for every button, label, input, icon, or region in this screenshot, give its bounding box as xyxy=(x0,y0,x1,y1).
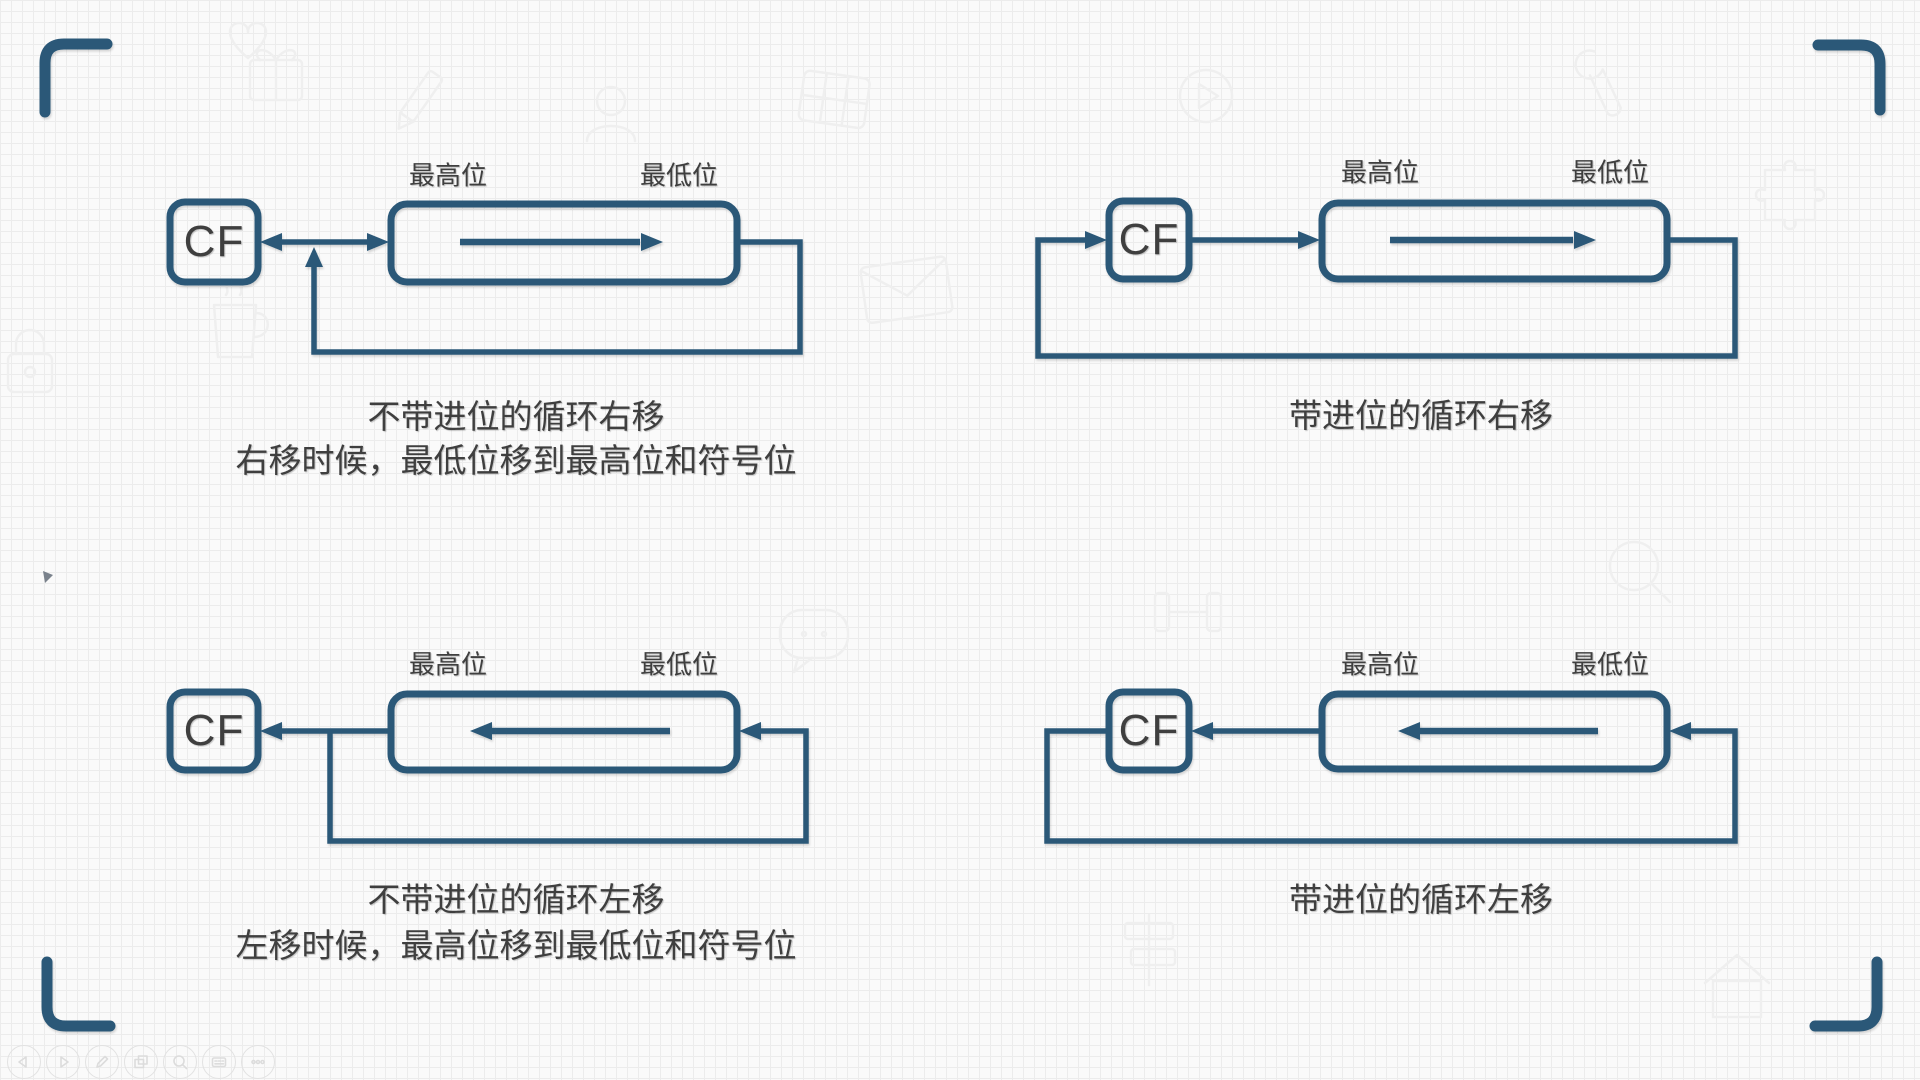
diagram-rotate-left-without-carry: CF 最高位 最低位 不带进位的循环左移 左移时候，最高位移到最低位和符号位 xyxy=(140,640,840,970)
low-bit-label: 最低位 xyxy=(639,160,719,191)
heart-icon xyxy=(228,21,268,60)
wrench-icon xyxy=(1574,49,1622,117)
next-slide-button[interactable] xyxy=(46,1045,80,1079)
play-circle-icon xyxy=(1178,68,1234,124)
corner-bracket-top-right xyxy=(1812,39,1886,116)
arrowhead-into-cf xyxy=(260,722,282,740)
cf-box xyxy=(166,688,262,774)
low-bit-label: 最低位 xyxy=(639,649,719,680)
diagram-rotate-left-with-carry: CF 最高位 最低位 带进位的循环左移 xyxy=(1020,640,1780,970)
presenter-toolbar xyxy=(7,1045,275,1079)
notes-display-icon xyxy=(211,1057,227,1068)
pen-icon xyxy=(96,1055,109,1068)
arrowhead-into-cf xyxy=(260,233,282,251)
caption-line-1: 不带进位的循环左移 xyxy=(367,881,665,918)
signpost-icon xyxy=(1123,913,1177,987)
slides-panel-icon xyxy=(134,1055,148,1069)
arrowhead-into-cf xyxy=(1085,231,1107,249)
arrowhead-into-register xyxy=(367,233,389,251)
cf-label: CF xyxy=(1118,215,1180,264)
envelope-icon xyxy=(859,255,954,325)
previous-slide-icon xyxy=(18,1056,27,1068)
low-bit-label: 最低位 xyxy=(1570,157,1650,188)
person-icon xyxy=(585,85,637,143)
caption-line-2: 左移时候，最高位移到最低位和符号位 xyxy=(235,927,797,964)
more-options-button[interactable] xyxy=(241,1045,275,1079)
low-bit-label: 最低位 xyxy=(1570,649,1650,680)
slides-panel-button[interactable] xyxy=(124,1045,158,1079)
calculator-icon xyxy=(797,69,871,130)
shift-arrowhead-left xyxy=(470,722,492,740)
house-icon xyxy=(1703,953,1771,1019)
pencil-icon xyxy=(397,69,444,130)
shift-arrowhead-left xyxy=(1398,722,1420,740)
caption-line-1: 带进位的循环右移 xyxy=(1289,397,1553,434)
cf-box xyxy=(166,198,262,286)
caption-line-2: 右移时候，最低位移到最高位和符号位 xyxy=(235,442,797,479)
speech-bubble-icon xyxy=(778,608,850,674)
corner-bracket-bottom-left xyxy=(41,956,116,1032)
arrowhead-into-register xyxy=(739,722,761,740)
high-bit-label: 最高位 xyxy=(408,160,488,191)
notes-display-button[interactable] xyxy=(202,1045,236,1079)
cf-label: CF xyxy=(1118,706,1180,755)
high-bit-label: 最高位 xyxy=(1340,649,1420,680)
magnifier-icon xyxy=(1608,540,1672,604)
cf-label: CF xyxy=(183,706,245,755)
high-bit-label: 最高位 xyxy=(408,649,488,680)
arrowhead-into-register xyxy=(1298,231,1320,249)
previous-slide-button[interactable] xyxy=(7,1045,41,1079)
shift-arrowhead-right xyxy=(641,233,663,251)
cf-label: CF xyxy=(183,217,245,266)
pen-button[interactable] xyxy=(85,1045,119,1079)
lock-icon xyxy=(6,328,54,394)
next-slide-icon xyxy=(60,1056,69,1068)
feedback-loop xyxy=(1035,237,1738,359)
more-options-icon xyxy=(251,1059,265,1065)
diagram-rotate-right-with-carry: CF 最高位 最低位 带进位的循环右移 xyxy=(1020,150,1780,480)
dumbbell-icon xyxy=(1153,591,1223,633)
feedback-loop xyxy=(311,239,803,355)
diagram-rotate-right-without-carry: CF 最高位 最低位 不带进位的循环右移 右移时候，最低位移到最高位和符号位 xyxy=(140,150,840,480)
caption-line-1: 带进位的循环左移 xyxy=(1289,881,1553,918)
arrowhead-up-junction xyxy=(305,247,323,267)
caption-line-1: 不带进位的循环右移 xyxy=(367,398,665,435)
corner-bracket-top-left xyxy=(39,38,113,118)
zoom-icon xyxy=(173,1055,188,1070)
arrowhead-into-register xyxy=(1669,722,1691,740)
puzzle-icon xyxy=(1754,159,1826,231)
corner-bracket-bottom-right xyxy=(1809,956,1883,1032)
feedback-loop xyxy=(327,728,809,844)
feedback-loop xyxy=(1044,728,1738,844)
arrowhead-into-cf xyxy=(1191,722,1213,740)
high-bit-label: 最高位 xyxy=(1340,157,1420,188)
shift-arrowhead-right xyxy=(1574,231,1596,249)
zoom-button[interactable] xyxy=(163,1045,197,1079)
gift-icon xyxy=(248,49,304,102)
